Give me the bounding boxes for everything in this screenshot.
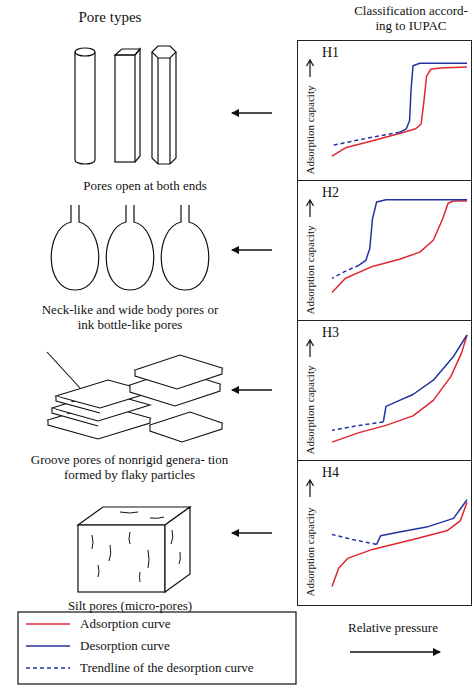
axis-arrow: [307, 60, 314, 77]
axis-arrow: [307, 340, 314, 357]
legend-text: Adsorption curve: [80, 616, 171, 631]
isotherm-panel: H1Adsorption capacity: [297, 40, 472, 181]
isotherm-curves: [298, 41, 473, 182]
axis-label: Adsorption capacity: [304, 365, 316, 454]
ink-bottle-pores: [51, 205, 209, 290]
isotherm-line: [359, 200, 467, 265]
caption: Silt pores (micro-pores): [40, 598, 220, 613]
axis-label: Adsorption capacity: [304, 225, 316, 314]
legend-text: Trendline of the desorption curve: [80, 660, 254, 675]
isotherm-line: [400, 63, 468, 132]
heading: Classification accord- ing to IUPAC: [349, 3, 473, 33]
pointer-arrows: [232, 113, 440, 652]
axis-arrow: [307, 200, 314, 217]
caption: Relative pressure: [318, 620, 468, 635]
isotherm-panel: H3Adsorption capacity: [297, 320, 472, 461]
type-label: H4: [322, 465, 339, 481]
isotherm-line: [332, 67, 467, 156]
caption: Groove pores of nonrigid genera- tion fo…: [22, 452, 237, 482]
legend-samples: [26, 624, 70, 668]
type-label: H3: [322, 325, 339, 341]
isotherm-line: [332, 201, 467, 293]
caption: Neck-like and wide body pores or ink bot…: [40, 302, 220, 332]
isotherm-line: [332, 265, 359, 278]
isotherm-line: [383, 335, 467, 422]
isotherm-panel: H2Adsorption capacity: [297, 180, 472, 321]
isotherm-line: [332, 502, 467, 586]
type-label: H1: [322, 45, 339, 61]
isotherm-line: [332, 132, 400, 145]
flaky-particles: [47, 352, 222, 442]
isotherm-curves: [298, 321, 473, 462]
heading: Pore types: [50, 10, 170, 25]
isotherm-curves: [298, 181, 473, 322]
type-label: H2: [322, 185, 339, 201]
isotherm-panel: H4Adsorption capacity: [297, 460, 472, 606]
slit-pore-block: [78, 507, 190, 592]
legend-box: [18, 612, 296, 684]
axis-label: Adsorption capacity: [304, 508, 316, 597]
isotherm-line: [332, 422, 383, 430]
isotherm-line: [332, 335, 467, 442]
tube-pores: [75, 46, 176, 164]
isotherm-line: [377, 500, 467, 545]
isotherm-curves: [298, 461, 473, 607]
axis-label: Adsorption capacity: [304, 85, 316, 174]
axis-arrow: [307, 480, 314, 497]
caption: Pores open at both ends: [20, 178, 270, 193]
legend-text: Desorption curve: [80, 638, 170, 653]
isotherm-line: [332, 535, 377, 545]
